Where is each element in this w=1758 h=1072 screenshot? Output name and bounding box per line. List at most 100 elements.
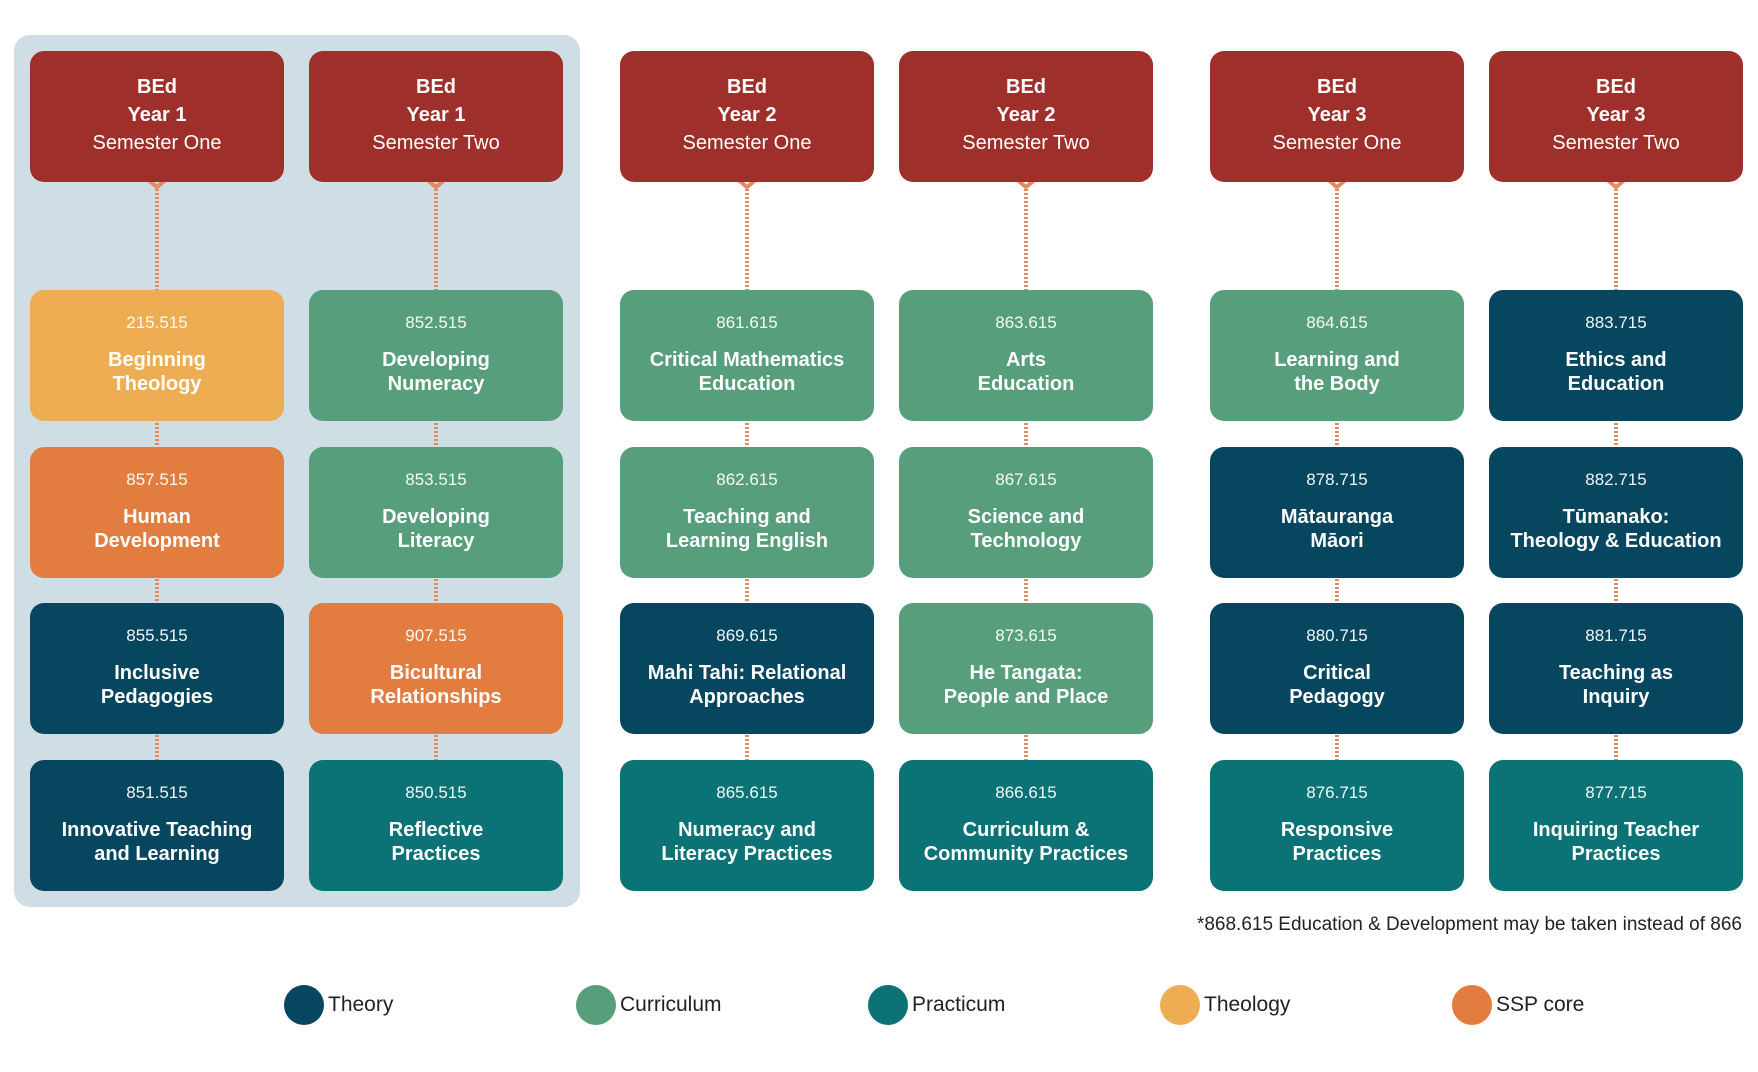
course-name: Tūmanako:Theology & Education (1510, 506, 1722, 552)
arrow-shaft (434, 185, 438, 295)
legend-swatch (1452, 985, 1492, 1025)
course-card[interactable]: 873.615 He Tangata:People and Place (899, 603, 1153, 734)
course-code: 865.615 (716, 783, 778, 802)
course-code: 861.615 (716, 313, 778, 332)
legend-label: Theory (328, 993, 394, 1016)
year-label: Year 2 (717, 104, 777, 126)
degree-label: BEd (416, 76, 456, 98)
legend-swatch (868, 985, 908, 1025)
course-code: 877.715 (1585, 783, 1647, 802)
arrow-shaft (1614, 185, 1618, 295)
semester-label: Semester One (1272, 132, 1402, 154)
legend-swatch (1160, 985, 1200, 1025)
degree-label: BEd (1317, 76, 1357, 98)
year-label: Year 3 (1586, 104, 1646, 126)
semester-label: Semester Two (372, 132, 500, 154)
year-label: Year 1 (406, 104, 466, 126)
course-code: 855.515 (126, 626, 188, 645)
year-label: Year 1 (127, 104, 187, 126)
arrow-shaft (1024, 185, 1028, 295)
legend-label: Curriculum (620, 993, 722, 1016)
course-code: 869.615 (716, 626, 778, 645)
course-code: 907.515 (405, 626, 467, 645)
course-code: 852.515 (405, 313, 467, 332)
degree-label: BEd (1596, 76, 1636, 98)
semester-label: Semester Two (962, 132, 1090, 154)
course-code: 863.615 (995, 313, 1057, 332)
course-code: 873.615 (995, 626, 1057, 645)
semester-label: Semester One (92, 132, 222, 154)
course-name: He Tangata:People and Place (943, 662, 1109, 708)
arrow-shaft (1335, 185, 1339, 295)
course-code: 883.715 (1585, 313, 1647, 332)
legend-swatch (284, 985, 324, 1025)
course-code: 864.615 (1306, 313, 1368, 332)
course-code: 878.715 (1306, 470, 1368, 489)
course-code: 857.515 (126, 470, 188, 489)
degree-label: BEd (137, 76, 177, 98)
course-code: 850.515 (405, 783, 467, 802)
semester-label: Semester Two (1552, 132, 1680, 154)
course-code: 882.715 (1585, 470, 1647, 489)
course-code: 876.715 (1306, 783, 1368, 802)
year-label: Year 2 (996, 104, 1056, 126)
legend-label: SSP core (1496, 993, 1585, 1016)
arrow-shaft (745, 185, 749, 295)
course-code: 851.515 (126, 783, 188, 802)
course-name: Curriculum &Community Practices (923, 819, 1129, 865)
year-label: Year 3 (1307, 104, 1367, 126)
footnote: *868.615 Education & Development may be … (1196, 914, 1742, 935)
degree-label: BEd (727, 76, 767, 98)
arrow-shaft (155, 185, 159, 295)
course-code: 880.715 (1306, 626, 1368, 645)
